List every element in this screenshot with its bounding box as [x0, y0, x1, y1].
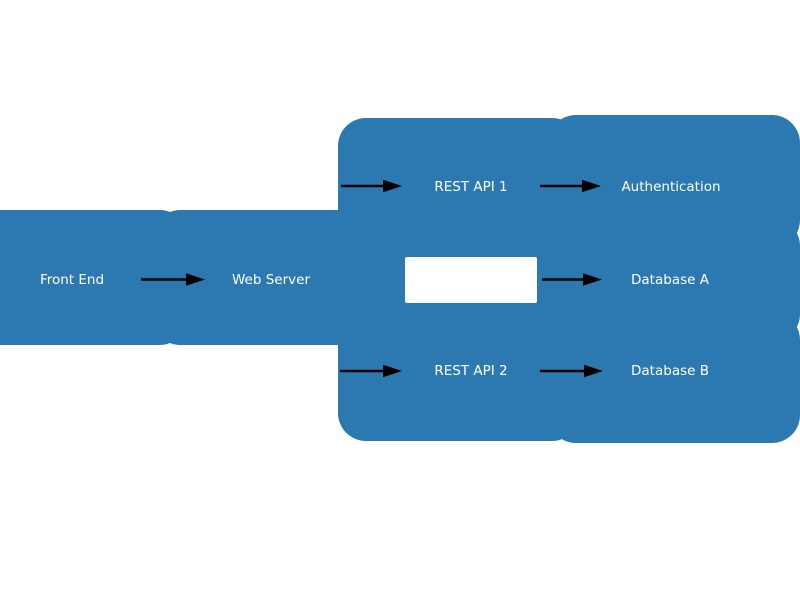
- arrow-head: [186, 273, 205, 286]
- database-b-zone-shape: [548, 312, 800, 443]
- blank-node: [405, 257, 537, 303]
- merged-zone-shapes: [0, 115, 800, 443]
- arrow-webserver-to-restapi1: [341, 179, 402, 193]
- authentication-label: Authentication: [621, 179, 720, 195]
- rest-api-2-label: REST API 2: [434, 363, 507, 379]
- web-server-zone-shape: [155, 210, 370, 345]
- database-a-label: Database A: [631, 272, 710, 288]
- authentication-zone-shape: [548, 115, 800, 248]
- arrow-head: [383, 179, 402, 193]
- rest-api-1-label: REST API 1: [434, 179, 507, 195]
- front-end-label: Front End: [40, 272, 104, 288]
- database-b-label: Database B: [631, 363, 709, 379]
- arrow-webserver-to-restapi2: [340, 364, 402, 378]
- arrow-head: [584, 364, 603, 378]
- arrow-head: [583, 273, 602, 286]
- arrow-restapi1-to-authentication: [540, 179, 601, 193]
- web-server-label: Web Server: [232, 272, 310, 288]
- arrow-head: [582, 179, 601, 193]
- arrow-restapi2-to-databaseb: [540, 364, 603, 378]
- rest-api-1-zone-shape: [338, 118, 580, 302]
- front-end-zone-shape: [0, 210, 185, 345]
- arrow-blanknode-to-databasea: [542, 273, 602, 286]
- arrow-frontend-to-webserver: [141, 273, 205, 286]
- arrow-head: [383, 364, 402, 378]
- database-a-zone-shape: [548, 218, 800, 342]
